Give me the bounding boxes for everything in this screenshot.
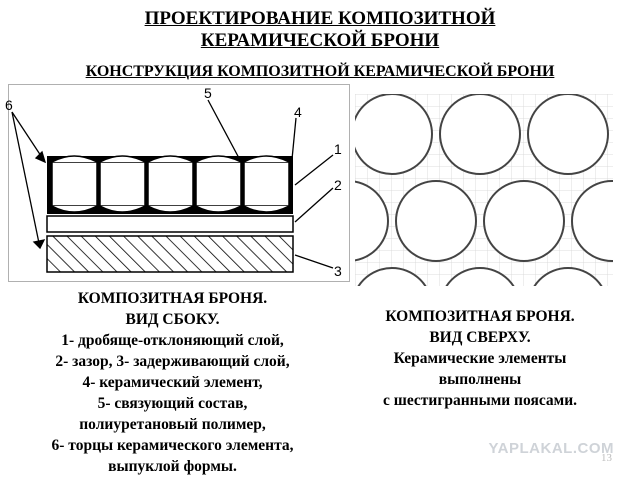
top-view-diagram (355, 94, 613, 286)
side-caption-line: 5- связующий состав, (97, 395, 248, 412)
side-caption-line: 1- дробяще-отклоняющий слой, (61, 332, 284, 349)
side-caption-line: 2- зазор, 3- задерживающий слой, (55, 353, 290, 370)
side-caption-line: выпуклой формы. (108, 458, 237, 475)
title-line-1: ПРОЕКТИРОВАНИЕ КОМПОЗИТНОЙ (144, 8, 496, 29)
section-subtitle: КОНСТРУКЦИЯ КОМПОЗИТНОЙ КЕРАМИЧЕСКОЙ БРО… (85, 63, 555, 80)
title-line-2: КЕРАМИЧЕСКОЙ БРОНИ (200, 30, 440, 51)
side-caption-line: полиуретановый полимер, (79, 416, 266, 433)
callout-6: 6 (5, 97, 13, 113)
side-caption-line: ВИД СБОКУ. (125, 311, 220, 328)
ceramic-elements (51, 155, 290, 213)
top-caption-line: КОМПОЗИТНАЯ БРОНЯ. (385, 308, 575, 325)
callout-4: 4 (294, 104, 302, 120)
side-view-diagram: 6 5 4 1 2 3 (5, 85, 342, 279)
callout-5: 5 (204, 85, 212, 101)
top-view-caption: КОМПОЗИТНАЯ БРОНЯ. ВИД СВЕРХУ. Керамичес… (355, 306, 605, 411)
top-caption-line: с шестигранными поясами. (382, 392, 578, 409)
side-view-frame (8, 84, 350, 282)
callout-3: 3 (334, 263, 342, 279)
gap-layer (46, 215, 294, 233)
side-caption-line: КОМПОЗИТНАЯ БРОНЯ. (77, 290, 268, 307)
retaining-layer (46, 235, 294, 273)
callout-2: 2 (334, 177, 342, 193)
top-caption-line: Керамические элементы (393, 350, 567, 367)
side-caption-line: 6- торцы керамического элемента, (51, 437, 294, 454)
page-title: ПРОЕКТИРОВАНИЕ КОМПОЗИТНОЙ КЕРАМИЧЕСКОЙ … (0, 8, 640, 52)
side-view-caption: КОМПОЗИТНАЯ БРОНЯ. ВИД СБОКУ. 1- дробяще… (0, 288, 345, 477)
top-caption-line: ВИД СВЕРХУ. (429, 329, 531, 346)
ceramic-circles (355, 94, 613, 286)
page-number: 13 (601, 452, 612, 464)
watermark: YAPLAKAL.COM (488, 440, 614, 457)
callout-1: 1 (334, 141, 342, 157)
side-caption-line: 4- керамический элемент, (82, 374, 263, 391)
top-caption-line: выполнены (438, 371, 522, 388)
